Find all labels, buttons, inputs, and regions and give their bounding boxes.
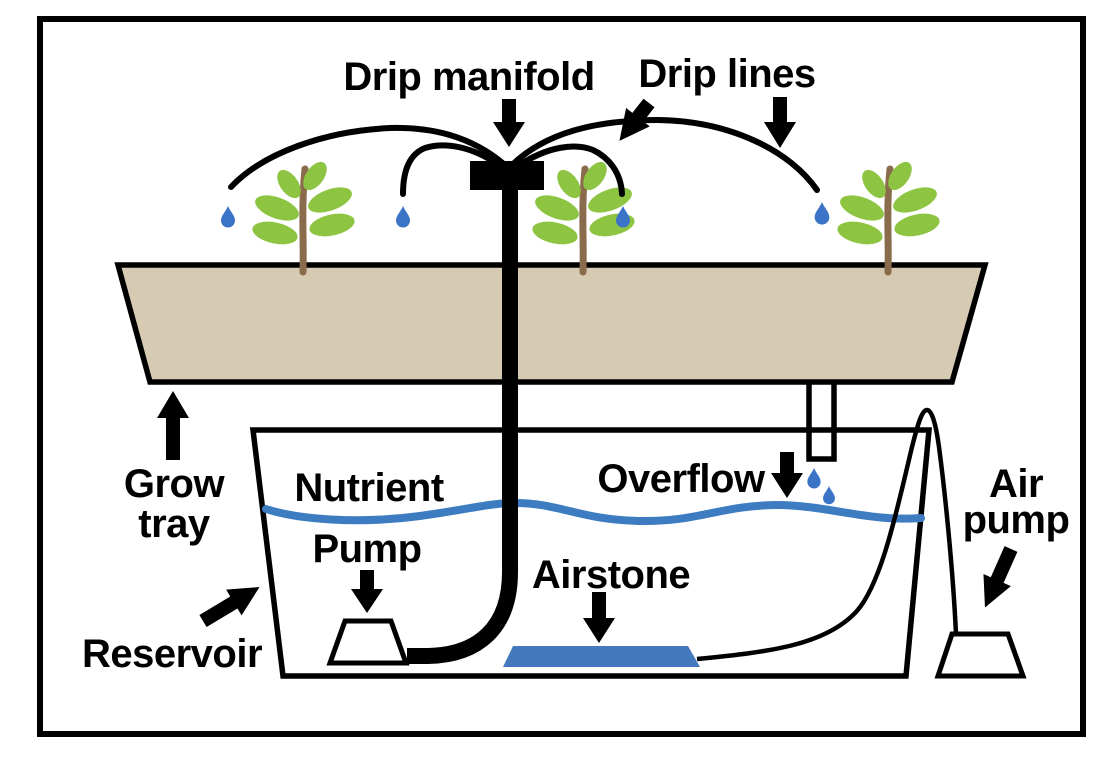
drip-line-near-left — [400, 142, 503, 197]
grow-tray — [114, 262, 989, 385]
air-pump — [934, 631, 1027, 679]
drip-manifold-label: Drip manifold — [343, 55, 594, 99]
feed-tube — [407, 188, 518, 664]
air-pump-arrow-icon — [983, 546, 1018, 608]
overflow-label: Overflow — [597, 457, 766, 501]
nutrient-pump-label-line2: Pump — [312, 527, 421, 571]
drip-manifold-arrow-icon — [493, 99, 525, 147]
drip-line-near-right — [515, 143, 625, 197]
air-line — [696, 407, 959, 662]
airstone-arrow-icon — [583, 592, 615, 643]
grow-tray-label-line2: tray — [138, 502, 211, 546]
reservoir-label: Reservoir — [82, 632, 262, 676]
airstone — [503, 646, 700, 667]
drip-lines-label: Drip lines — [638, 52, 815, 96]
overflow-pipe — [806, 380, 837, 462]
airstone-label: Airstone — [532, 553, 690, 597]
drip-lines-left-arrow-icon — [619, 98, 655, 141]
overflow-arrow-icon — [771, 452, 803, 498]
nutrient-pump-label-line1: Nutrient — [294, 466, 444, 510]
air-pump-label-line1: Air — [989, 462, 1043, 506]
reservoir-arrow-icon — [199, 587, 260, 628]
nutrient-pump — [326, 618, 410, 666]
nutrient-pump-arrow-icon — [351, 570, 383, 613]
drip-manifold — [470, 161, 544, 190]
grow-tray-label-line1: Grow — [124, 462, 226, 506]
reservoir — [249, 427, 933, 679]
grow-tray-arrow-icon — [157, 391, 189, 460]
drip-lines-right-arrow-icon — [764, 97, 796, 148]
drip-line-far-left — [228, 124, 508, 190]
drip-line-far-right — [509, 116, 820, 193]
water-surface-line — [262, 498, 925, 526]
air-pump-label-line2: pump — [963, 498, 1070, 542]
